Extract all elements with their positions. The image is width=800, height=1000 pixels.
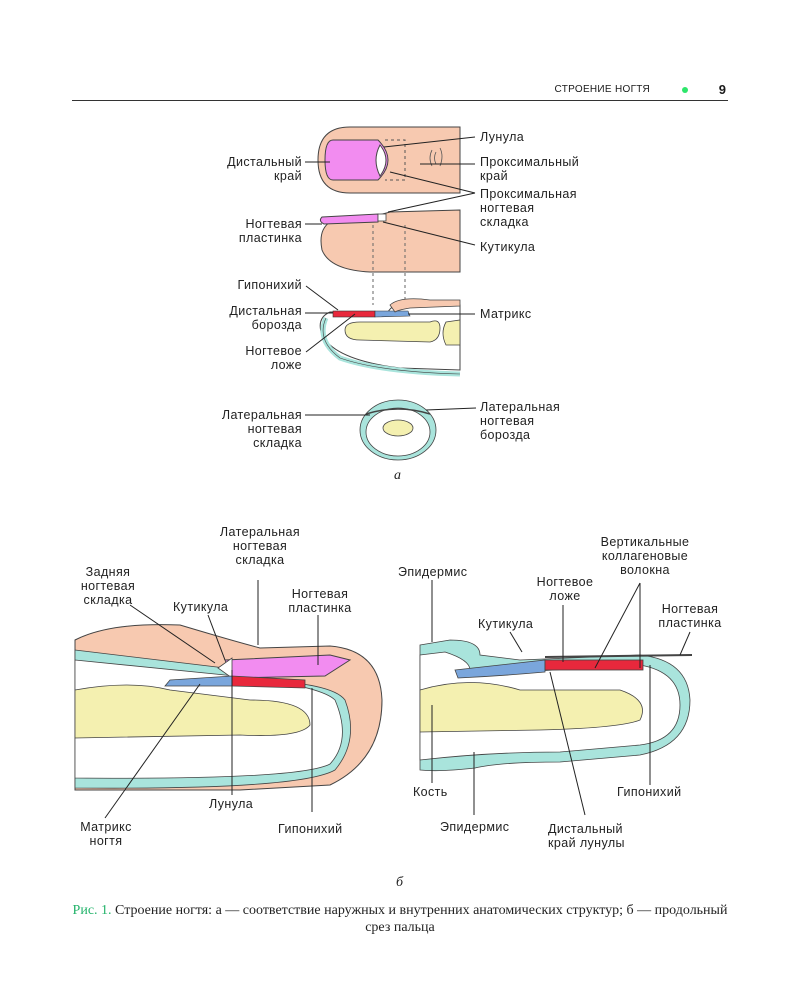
leader-lines-b-right [431, 580, 691, 816]
finger-cross-section [359, 399, 437, 461]
label-lateral-fold-b: Латеральная ногтевая складка [219, 525, 301, 567]
label-epidermis-top: Эпидермис [398, 565, 468, 579]
label-nail-bed-a: Ногтевое ложе [245, 344, 302, 372]
page-number: 9 [718, 82, 726, 97]
running-title: СТРОЕНИЕ НОГТЯ [554, 84, 650, 95]
finger-top-view [317, 126, 461, 194]
caption-text: Строение ногтя: а — соответствие наружны… [111, 903, 728, 935]
label-cuticle-a: Кутикула [480, 240, 536, 254]
lunula-shape [375, 144, 387, 177]
figure-caption: Рис. 1. Строение ногтя: а — соответствие… [72, 902, 728, 936]
subfigure-a-label: а [394, 468, 401, 483]
label-nail-matrix: Матрикс ногтя [80, 820, 132, 848]
figure-reference: Рис. 1. [72, 903, 112, 918]
label-matrix-a: Матрикс [480, 307, 532, 321]
label-nail-plate-b-right: Ногтевая пластинка [658, 602, 722, 630]
label-collagen-fibers: Вертикальные коллагеновые волокна [600, 535, 690, 577]
finger-side-view [319, 209, 461, 305]
section-right [419, 639, 693, 772]
leader-lines-a [305, 136, 477, 416]
nail-plate-top [324, 139, 389, 181]
label-cuticle-b-left: Кутикула [173, 600, 229, 614]
label-distal-edge: Дистальный край [227, 155, 302, 183]
label-epidermis-bottom: Эпидермис [440, 820, 510, 834]
subfigure-b-label: б [396, 875, 404, 890]
label-cuticle-b-right: Кутикула [478, 617, 534, 631]
label-distal-groove: Дистальная борозда [229, 304, 302, 332]
label-proximal-edge: Проксимальный край [480, 155, 580, 183]
label-posterior-fold: Задняя ногтевая складка [80, 565, 136, 607]
running-header: СТРОЕНИЕ НОГТЯ 9 [72, 80, 728, 101]
section-left [74, 624, 383, 791]
label-lunula-b: Лунула [209, 797, 254, 811]
label-hyponychium-b-left: Гипонихий [278, 822, 343, 836]
label-lunula-a: Лунула [480, 130, 525, 144]
label-lateral-fold-a: Латеральная ногтевая складка [221, 408, 302, 450]
label-hyponychium-a: Гипонихий [237, 278, 302, 292]
label-proximal-fold: Проксимальная ногтевая складка [480, 187, 577, 229]
label-lateral-groove: Латеральная ногтевая борозда [480, 400, 561, 442]
finger-section-view [319, 298, 461, 377]
label-nail-plate-a: Ногтевая пластинка [238, 217, 302, 245]
label-nail-plate-b-left: Ногтевая пластинка [288, 587, 352, 615]
label-bone: Кость [413, 785, 448, 799]
leader-lines-b-left [104, 580, 319, 819]
label-hyponychium-b-right: Гипонихий [617, 785, 682, 799]
accent-dot [682, 87, 688, 93]
label-nail-bed-b: Ногтевое ложе [536, 575, 594, 603]
label-lunula-distal-edge: Дистальный край лунулы [548, 822, 625, 850]
